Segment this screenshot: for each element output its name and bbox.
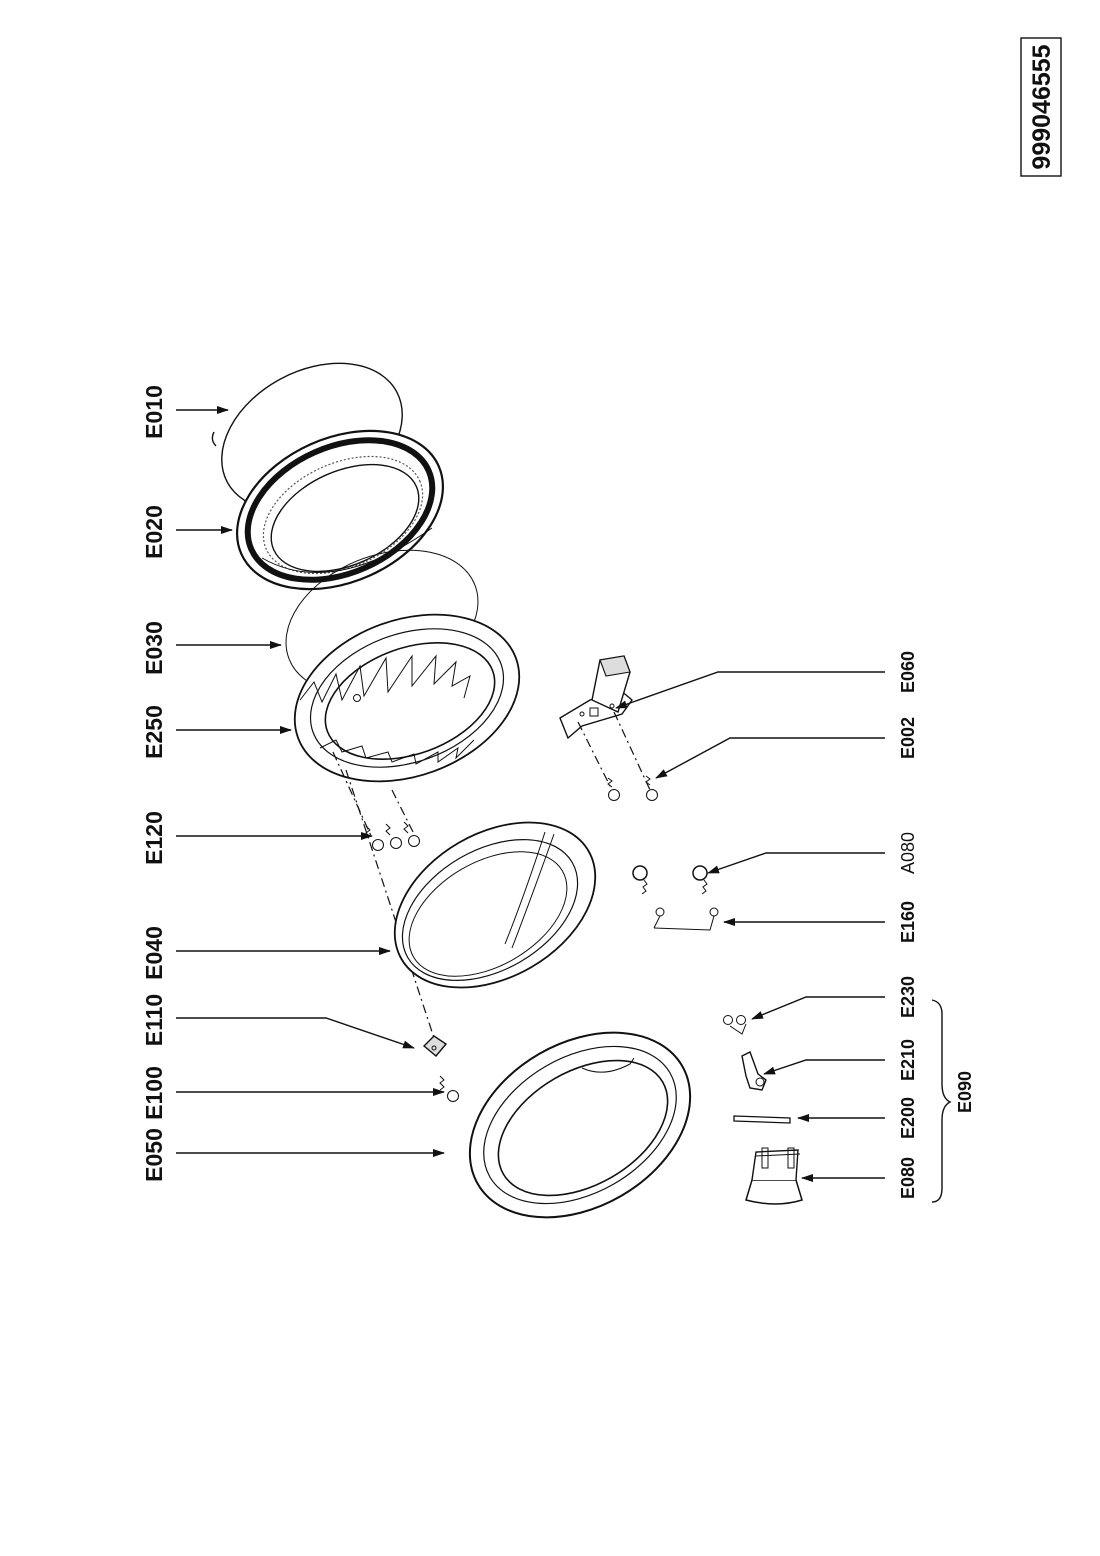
leader-e002 [655, 737, 885, 779]
label-e030: E030 [141, 621, 167, 675]
label-e060: E060 [898, 651, 918, 693]
leader-a080 [707, 852, 885, 874]
label-e080: E080 [898, 1157, 918, 1199]
label-e110: E110 [141, 994, 167, 1046]
part-e250-frame [293, 613, 521, 783]
label-e010: E010 [141, 385, 167, 439]
e090-group-brace [931, 999, 952, 1203]
part-e100-screw [439, 1075, 459, 1102]
leader-e060 [615, 671, 885, 709]
label-e050: E050 [141, 1128, 167, 1182]
document-number-box: 999046555 [1020, 37, 1062, 177]
leader-e230 [751, 996, 885, 1020]
label-e120: E120 [141, 811, 167, 865]
part-e200-pin [733, 1115, 791, 1124]
label-e002: E002 [898, 717, 918, 759]
label-e020: E020 [141, 505, 167, 559]
part-a080-pins [632, 865, 708, 895]
part-e040-door-glass [393, 821, 597, 989]
part-e050-door-frame [468, 1031, 692, 1219]
part-e110-clip [422, 1035, 448, 1057]
document-number: 999046555 [1028, 44, 1056, 169]
label-e160: E160 [898, 901, 918, 943]
label-e200: E200 [898, 1097, 918, 1139]
label-e100: E100 [141, 1066, 167, 1120]
part-e020-gasket-ring [235, 429, 445, 591]
left-labels: E010 E020 E030 E250 E120 E040 E110 E100 … [141, 385, 167, 1182]
label-a080: A080 [898, 832, 918, 874]
part-e120-screws [332, 751, 420, 851]
leader-lines [176, 406, 885, 1182]
part-e002-screws [577, 711, 658, 801]
leader-e110 [176, 1017, 415, 1049]
label-e040: E040 [141, 926, 167, 980]
label-e210: E210 [898, 1039, 918, 1081]
part-e060-hinge [559, 655, 633, 740]
part-e210-latch [741, 1051, 767, 1091]
label-e090: E090 [955, 1071, 975, 1113]
right-labels: E060 E002 A080 E160 E230 E210 E200 E080 … [898, 651, 975, 1199]
label-e250: E250 [141, 705, 167, 759]
leader-e210 [763, 1059, 885, 1075]
label-e230: E230 [898, 976, 918, 1018]
part-e160-spring [653, 907, 719, 931]
part-e230-spring [723, 1015, 747, 1035]
part-e080-handle [745, 1147, 803, 1205]
